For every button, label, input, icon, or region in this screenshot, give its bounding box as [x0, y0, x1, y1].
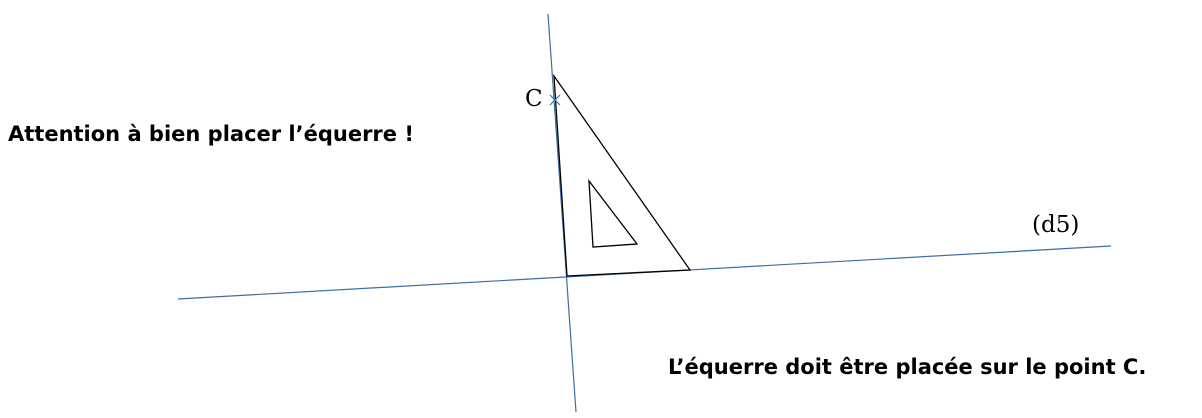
line-d5-label: (d5): [1032, 212, 1079, 238]
instruction-note: L’équerre doit être placée sur le point …: [668, 355, 1147, 379]
warning-note: Attention à bien placer l’équerre !: [8, 122, 414, 146]
point-c-label: C: [525, 86, 543, 112]
perpendicular-line: [547, 13, 577, 413]
point-c-cross-icon: [549, 94, 561, 106]
set-square-cutout: [588, 178, 639, 248]
set-square-outline: [553, 73, 692, 277]
